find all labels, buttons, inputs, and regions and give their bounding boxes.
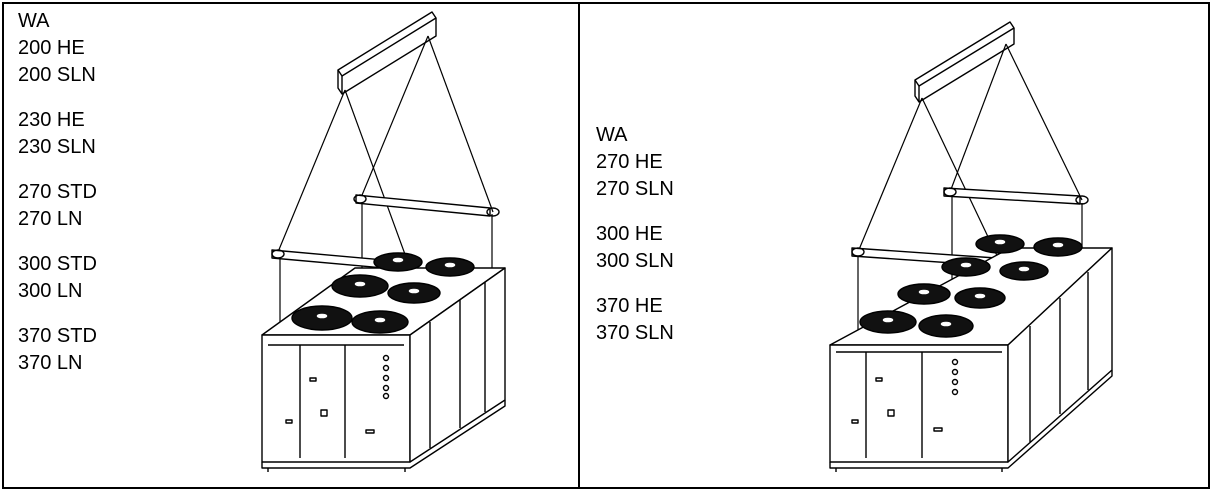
left-unit-body (261, 267, 506, 472)
left-model-label: WA (18, 10, 50, 32)
right-model-300-sln: 300 SLN (596, 250, 674, 272)
right-spreader-beam (914, 21, 1015, 103)
right-model-370-sln: 370 SLN (596, 322, 674, 344)
left-model-list: WA 200 HE 200 SLN 230 HE 230 SLN 270 STD… (18, 8, 97, 377)
left-model-300-std: 300 STD (18, 253, 97, 275)
right-model-270-sln: 270 SLN (596, 178, 674, 200)
left-model-230-he: 230 HE (18, 109, 85, 131)
left-model-270-ln: 270 LN (18, 208, 83, 230)
right-fans (859, 234, 1083, 338)
panel-divider (578, 2, 580, 489)
left-model-230-sln: 230 SLN (18, 136, 96, 158)
right-chiller-lifting-drawing (829, 21, 1113, 472)
left-model-370-std: 370 STD (18, 325, 97, 347)
right-model-270-he: 270 HE (596, 151, 663, 173)
left-model-300-ln: 300 LN (18, 280, 83, 302)
right-model-370-he: 370 HE (596, 295, 663, 317)
right-model-300-he: 300 HE (596, 223, 663, 245)
right-model-label: WA (596, 124, 628, 146)
right-model-list: WA 270 HE 270 SLN 300 HE 300 SLN 370 HE … (596, 122, 674, 347)
left-model-370-ln: 370 LN (18, 352, 83, 374)
left-model-200-sln: 200 SLN (18, 64, 96, 86)
right-unit-body (829, 247, 1113, 472)
left-model-270-std: 270 STD (18, 181, 97, 203)
left-model-200-he: 200 HE (18, 37, 85, 59)
left-spreader-beam (337, 11, 437, 95)
